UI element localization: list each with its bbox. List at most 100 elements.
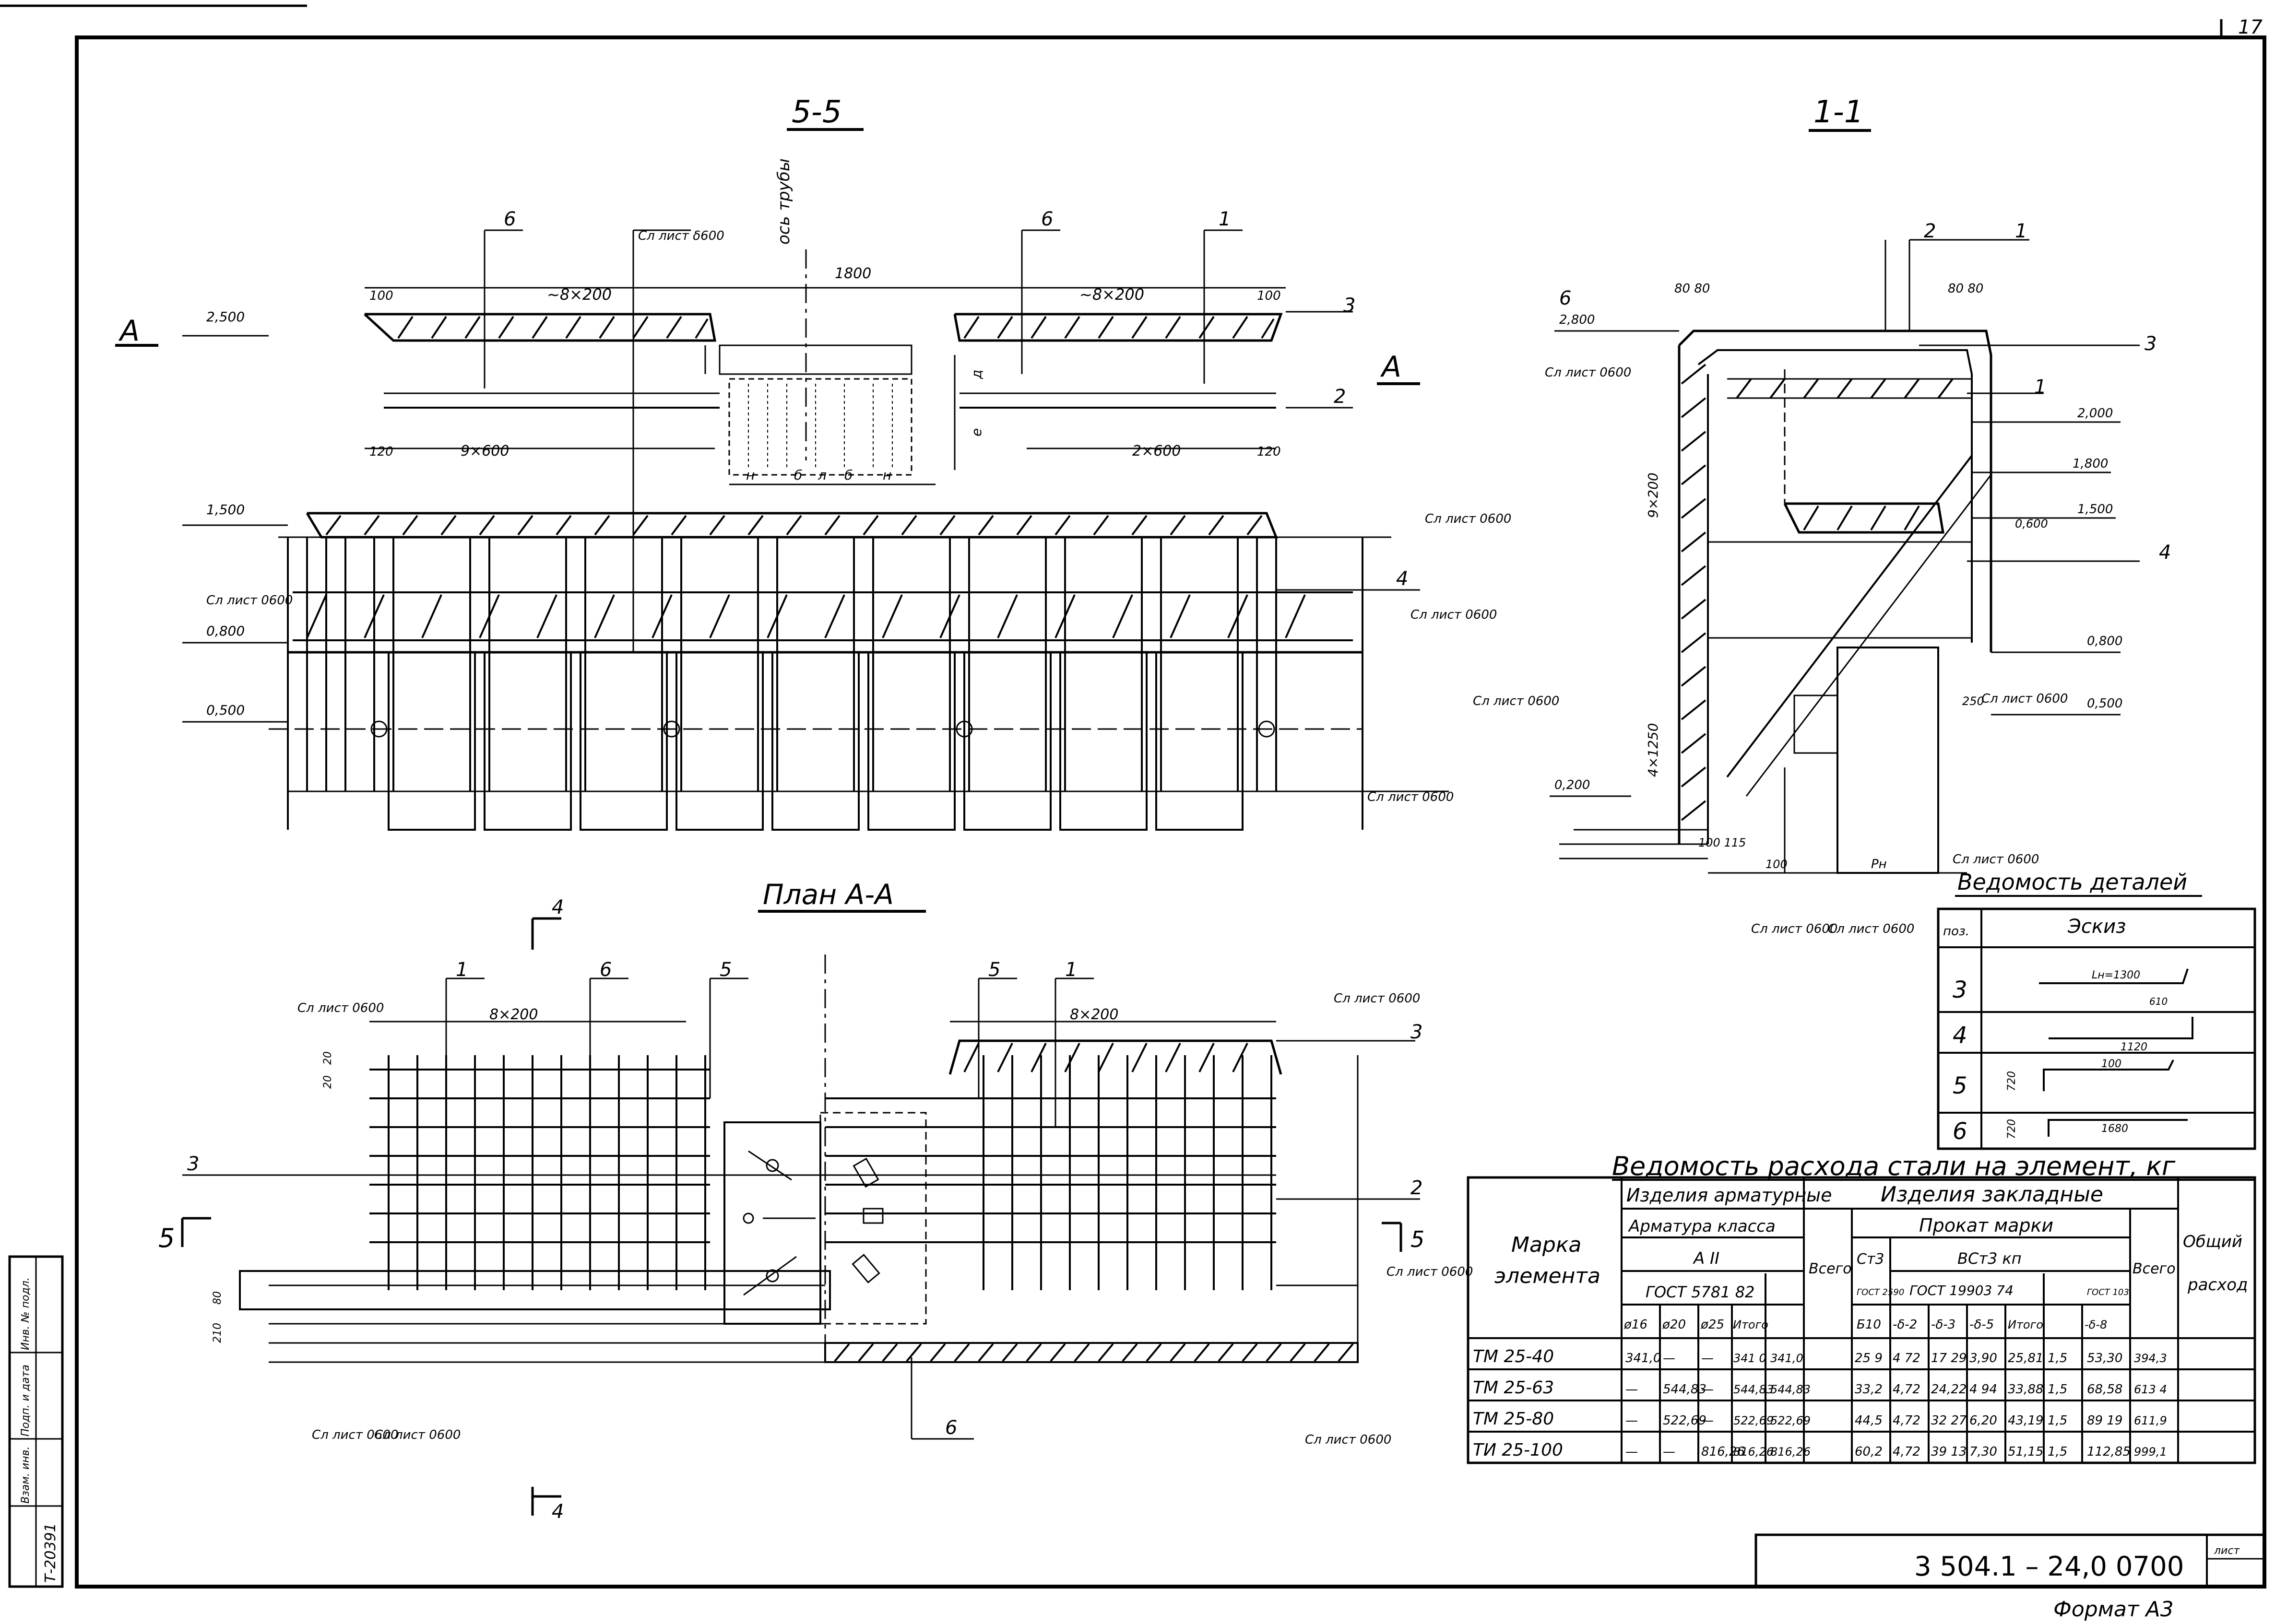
mark-3: 3 [1343,294,1355,317]
flange-label-top: Сл лист δ600 [638,229,724,243]
steel-cell: — [1701,1382,1714,1397]
steel-sub-5: -δ-2 [1893,1318,1917,1332]
section-mark-a-left: А [118,314,140,348]
dim-9x600: 9×600 [461,443,509,459]
dim-2x600: 2×600 [1132,443,1181,459]
gap-mark-n1: н [746,467,755,483]
steel-cell: 25,81 [2008,1351,2043,1365]
s11-elev-0200: 0,200 [1554,778,1590,792]
steel-h-embed: Изделия закладные [1881,1182,2103,1207]
s11-flange-0600: 0,600 [2015,517,2048,530]
s11-flange-topleft: Сл лист 0600 [1545,365,1631,380]
dim-120-left: 120 [369,445,393,459]
steel-h-gost103: ГОСТ 103 [2087,1287,2129,1297]
steel-cell: 4,72 [1893,1382,1920,1397]
steel-cell: 17 29 [1931,1351,1967,1365]
steel-cell: 89 19 [2087,1413,2122,1428]
steel-cell: 544,83 [1770,1383,1811,1396]
plan-dim-8x200-right: 8×200 [1070,1006,1118,1023]
s11-dim-pn: Рн [1871,857,1887,871]
s11-elev-0800: 0,800 [2087,634,2122,648]
format-label: Формат А3 [2053,1597,2174,1622]
plan-dim-8x200-left: 8×200 [489,1006,538,1023]
plan-mark-6b: 6 [945,1417,957,1439]
plan-title: План А-А [763,878,894,911]
details-dim-5: 100 [2101,1058,2121,1070]
steel-sub-7: -δ-5 [1969,1318,1994,1332]
s11-flange-b2: Сл лист 0600 [1828,922,1914,936]
s11-mark-2: 2 [1924,220,1936,242]
steel-cell: 43,19 [2008,1413,2043,1428]
section-1-1-title: 1-1 [1813,94,1864,130]
steel-h-total2: Всего [2133,1260,2176,1277]
plan-cut-5-left: 5 [158,1223,175,1253]
steel-cell: 53,30 [2087,1351,2122,1365]
plan-mark-2: 2 [1410,1177,1422,1199]
steel-sub-3: Итого [1733,1318,1768,1331]
steel-row-mark: ТМ 25-40 [1473,1347,1554,1366]
steel-h-vst3: ВСт3 кп [1957,1249,2022,1268]
plan-flange-bl2: Сл лист 0600 [374,1428,461,1442]
plan-flange-tl: Сл лист 0600 [297,1001,384,1015]
s11-mark-3: 3 [2145,333,2157,355]
s11-mark-6: 6 [1559,287,1571,309]
plan-mark-1a: 1 [456,959,468,981]
steel-h-rebar-gost: ГОСТ 5781 82 [1646,1283,1754,1301]
section-5-5-title: 5-5 [792,94,842,130]
s11-mark-1b: 1 [2034,376,2046,398]
steel-cell: — [1663,1445,1675,1459]
plan-flange-tr: Сл лист 0600 [1334,991,1420,1006]
left-stamp: Т-20391 Взам. инв. Подп. и дата Инв. № п… [8,1255,64,1588]
steel-cell: 816,26 [1701,1445,1745,1459]
tube-axis-dim: 1800 [835,265,871,282]
gap-mark-n2: н [883,467,891,483]
steel-sub-6: -δ-3 [1931,1318,1955,1332]
steel-table: Ведомость расхода стали на элемент, кг [1467,1151,2256,1464]
steel-sub-4: Б10 [1857,1318,1881,1332]
left-stamp-repl: Взам. инв. [20,1447,32,1504]
steel-cell: — [1625,1413,1638,1428]
steel-cell: 1,5 [2048,1413,2067,1428]
steel-row-mark: ТМ 25-80 [1473,1409,1554,1429]
plan-flange-br: Сл лист 0600 [1305,1433,1391,1447]
sheet-number: 17 [2238,16,2263,38]
details-pos-3: 3 [1953,977,1967,1003]
steel-sub-0: ø16 [1623,1318,1647,1332]
steel-cell: 544,83 [1663,1382,1706,1397]
s11-elev-0500: 0,500 [2087,696,2122,711]
steel-row-mark: ТМ 25-63 [1473,1378,1554,1398]
details-pos-5: 5 [1953,1072,1967,1099]
steel-h-rebar-A: А ІІ [1693,1249,1719,1268]
gap-mark-l: л [818,467,827,483]
s11-dim-4x1250: 4×1250 [1645,723,1661,777]
flange-label-right1: Сл лист 0600 [1425,512,1511,526]
s11-elev-2800: 2,800 [1559,313,1595,327]
steel-h-st3: Ст3 [1857,1251,1884,1268]
steel-cell: 1,5 [2048,1382,2067,1397]
sheet-frame [0,4,2266,1589]
steel-cell: 68,58 [2087,1382,2122,1397]
steel-h-mark-b: элемента [1494,1264,1600,1288]
steel-cell: 816,26 [1733,1445,1774,1459]
details-dim-3b: 610 [2149,996,2168,1007]
s11-dim-250: 250 [1962,694,1984,708]
plan-cut-4-bottom: 4 [552,1501,564,1523]
steel-cell: — [1663,1351,1675,1365]
steel-cell: 999,1 [2134,1445,2167,1459]
steel-cell: 39 13 [1931,1445,1967,1459]
s11-dim-8080a: 80 80 [1674,282,1710,296]
steel-cell: — [1625,1445,1638,1459]
steel-sub-1: ø20 [1662,1318,1686,1332]
steel-cell: 6,20 [1969,1413,1997,1428]
steel-sub-2: ø25 [1700,1318,1724,1332]
plan-mark-5b: 5 [988,959,1000,981]
mark-6-left: 6 [504,208,516,230]
steel-cell: — [1701,1413,1714,1428]
left-stamp-sign: Подп. и дата [20,1365,32,1436]
steel-cell: — [1625,1382,1638,1397]
gap-mark-d: д [969,370,984,379]
details-title: Ведомость деталей [1957,869,2187,895]
steel-cell: 522,69 [1770,1414,1811,1427]
mark-6-right: 6 [1041,208,1053,230]
